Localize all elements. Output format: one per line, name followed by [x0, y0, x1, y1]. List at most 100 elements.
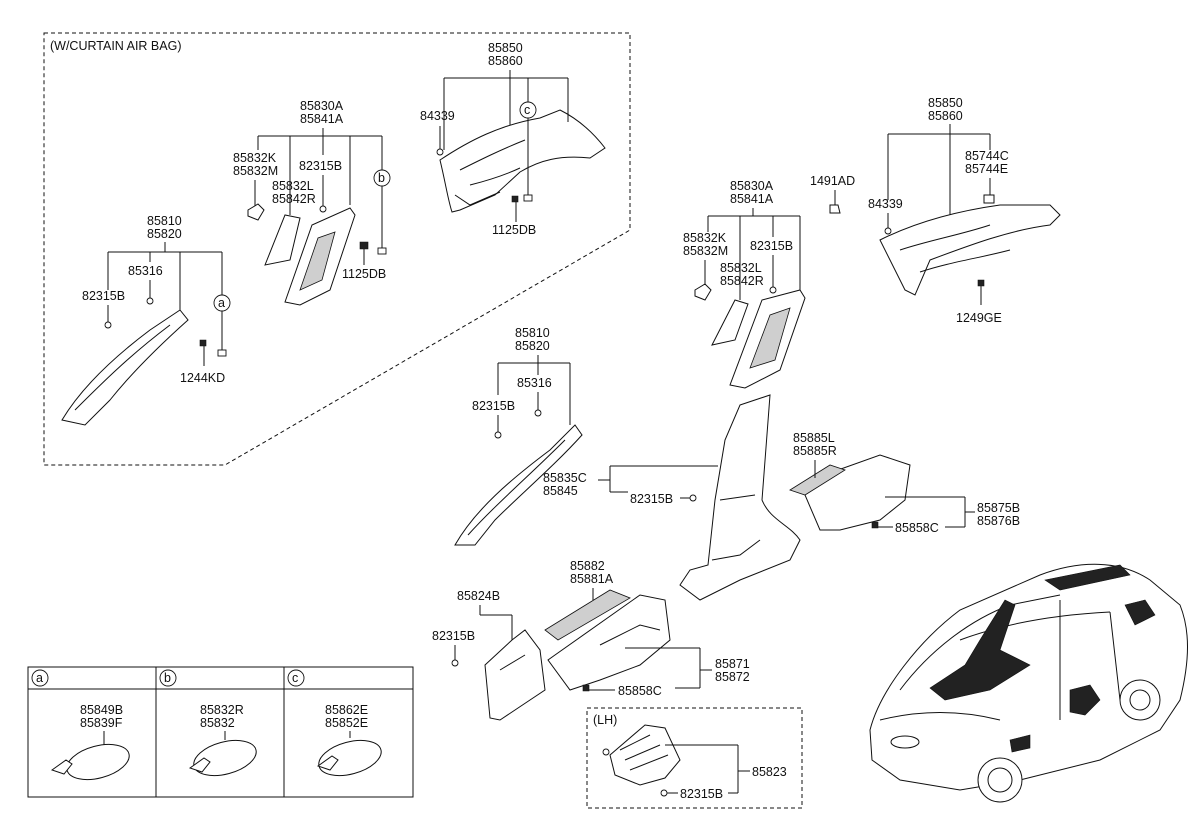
svg-text:82315B: 82315B: [432, 629, 475, 643]
svg-text:85849B: 85849B: [80, 703, 123, 717]
svg-text:85830A: 85830A: [300, 99, 344, 113]
leader-1244KD: 1244KD: [180, 339, 225, 385]
leader-85832K-top: 85832K 85832M: [233, 151, 278, 206]
leader-85810-mid: 85810 85820: [497, 326, 571, 425]
legend-cell-c: c 85862E 85852E: [287, 669, 382, 777]
leader-1249GE: 1249GE: [956, 279, 1002, 325]
svg-text:85810: 85810: [515, 326, 550, 340]
svg-text:c: c: [292, 671, 298, 685]
svg-text:85885L: 85885L: [793, 431, 835, 445]
legend-cell-a: a 85849B 85839F: [31, 669, 130, 781]
vehicle-illustration: [869, 563, 1188, 803]
cowl-side-trim: [484, 629, 546, 721]
svg-text:85881A: 85881A: [570, 572, 614, 586]
center-pillar-lower: [679, 394, 801, 601]
svg-text:85832M: 85832M: [683, 244, 728, 258]
svg-text:82315B: 82315B: [472, 399, 515, 413]
callout-b-top: b: [373, 169, 391, 255]
curtain-airbag-group-border: [43, 32, 631, 466]
leader-84339-right: 84339: [868, 197, 903, 235]
svg-text:85858C: 85858C: [895, 521, 939, 535]
front-pillar-trim-mid: [454, 424, 583, 546]
svg-text:85820: 85820: [515, 339, 550, 353]
svg-text:1249GE: 1249GE: [956, 311, 1002, 325]
leader-85882: 85882 85881A: [570, 559, 614, 600]
leader-85858C-mid: 85858C: [582, 684, 662, 698]
leader-82315B-mid4: 82315B: [432, 629, 475, 667]
leader-82315B-mid2: 82315B: [472, 399, 515, 439]
curtain-airbag-group-title: (W/CURTAIN AIR BAG): [50, 39, 182, 53]
leader-85744C: 85744C 85744E: [965, 149, 1009, 204]
svg-text:85876B: 85876B: [977, 514, 1020, 528]
svg-text:85835C: 85835C: [543, 471, 587, 485]
svg-text:a: a: [36, 671, 43, 685]
svg-text:85832M: 85832M: [233, 164, 278, 178]
svg-text:85875B: 85875B: [977, 501, 1020, 515]
svg-text:1491AD: 1491AD: [810, 174, 855, 188]
svg-text:85841A: 85841A: [730, 192, 774, 206]
svg-text:1244KD: 1244KD: [180, 371, 225, 385]
svg-text:85872: 85872: [715, 670, 750, 684]
svg-text:85882: 85882: [570, 559, 605, 573]
lh-group-border: [586, 707, 803, 809]
leader-82315B-mid: 82315B: [750, 239, 793, 294]
svg-text:82315B: 82315B: [299, 159, 342, 173]
svg-text:85852E: 85852E: [325, 716, 368, 730]
callout-a-top: a: [213, 294, 231, 357]
leader-85885L: 85885L 85885R: [793, 431, 837, 478]
leader-85810-top: 85810 85820: [107, 214, 223, 310]
leader-85832K-mid: 85832K 85832M: [683, 231, 728, 285]
svg-text:85832K: 85832K: [683, 231, 727, 245]
leader-85871: 85871 85872: [625, 647, 750, 689]
svg-text:85832R: 85832R: [200, 703, 244, 717]
svg-text:85839F: 85839F: [80, 716, 123, 730]
leader-85316-mid: 85316: [517, 376, 552, 417]
svg-text:82315B: 82315B: [630, 492, 673, 506]
svg-text:85823: 85823: [752, 765, 787, 779]
svg-text:c: c: [524, 103, 530, 117]
svg-text:85841A: 85841A: [300, 112, 344, 126]
leader-85835C: 85835C 85845: [543, 465, 718, 498]
leader-82315B-mid3: 82315B: [630, 492, 697, 506]
front-scuff-plate: [544, 589, 671, 691]
svg-text:85850: 85850: [928, 96, 963, 110]
svg-text:a: a: [218, 296, 225, 310]
svg-text:85871: 85871: [715, 657, 750, 671]
svg-text:85810: 85810: [147, 214, 182, 228]
svg-text:b: b: [378, 171, 385, 185]
front-pillar-trim-top: [61, 309, 189, 426]
leader-82315B-top: 82315B: [299, 159, 342, 213]
svg-text:85862E: 85862E: [325, 703, 368, 717]
leader-85850-top: 85850 85860: [443, 41, 569, 150]
svg-text:82315B: 82315B: [750, 239, 793, 253]
svg-text:85830A: 85830A: [730, 179, 774, 193]
leader-85858C-right: 85858C: [871, 521, 939, 535]
leader-82315B-lh: 82315B: [660, 787, 723, 801]
svg-text:85832: 85832: [200, 716, 235, 730]
center-pillar-upper-top: [247, 203, 356, 306]
leader-85875B: 85875B 85876B: [885, 496, 1020, 528]
leader-85832L-top: 85832L 85842R: [272, 179, 316, 206]
leader-84339-top: 84339: [420, 109, 455, 156]
svg-text:82315B: 82315B: [82, 289, 125, 303]
svg-text:1125DB: 1125DB: [342, 267, 386, 281]
rear-pillar-trim-right: [879, 204, 1061, 296]
lh-mat-part: [602, 724, 681, 786]
leader-1491AD: 1491AD: [810, 174, 855, 214]
svg-text:84339: 84339: [868, 197, 903, 211]
svg-text:85860: 85860: [488, 54, 523, 68]
rear-pillar-trim-top: [439, 109, 606, 213]
svg-text:1125DB: 1125DB: [492, 223, 536, 237]
svg-text:85744E: 85744E: [965, 162, 1008, 176]
center-pillar-upper-mid: [694, 283, 806, 389]
svg-text:85824B: 85824B: [457, 589, 500, 603]
leader-85850-right: 85850 85860: [887, 96, 991, 215]
leader-85832L-mid: 85832L 85842R: [720, 261, 764, 288]
svg-text:85832L: 85832L: [272, 179, 314, 193]
leader-85316-top: 85316: [128, 264, 163, 305]
leader-85823: 85823: [665, 744, 787, 794]
svg-text:85885R: 85885R: [793, 444, 837, 458]
legend-table: [27, 666, 414, 798]
leader-82315B-a: 82315B: [82, 289, 125, 329]
